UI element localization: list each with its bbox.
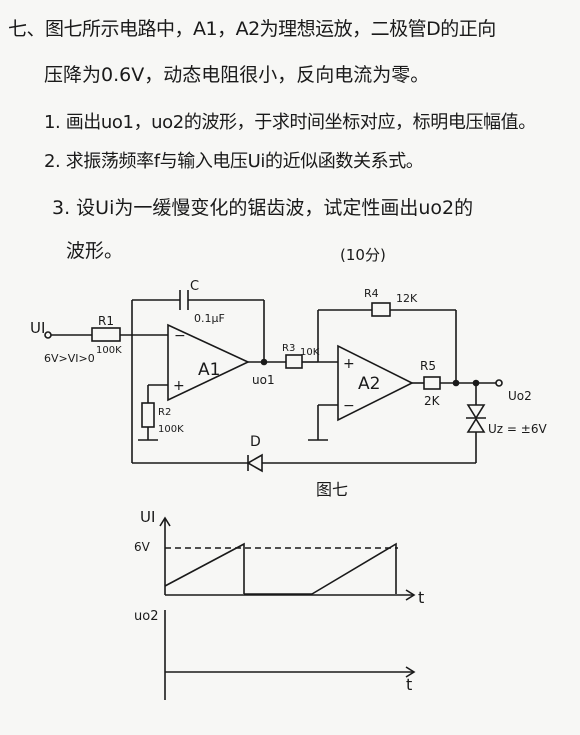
ui-axis-label: UI xyxy=(140,508,155,526)
r5-label: R5 xyxy=(420,359,436,373)
opamp-a2-plus: + xyxy=(343,356,355,372)
sawtooth-ramp-1 xyxy=(164,542,245,594)
question-2: 2. 求振荡频率f与输入电压Ui的近似函数关系式。 xyxy=(44,151,424,172)
ui-input-terminal xyxy=(44,331,52,339)
uo2-output-label: Uo2 xyxy=(508,389,532,403)
opamp-a1-minus: − xyxy=(174,328,186,344)
junction-dot xyxy=(452,379,460,387)
waveform-labels: UI 6V t uo2 t xyxy=(134,508,424,694)
opamp-a1-label: A1 xyxy=(198,360,220,380)
t-axis-2-label: t xyxy=(406,675,412,694)
circuit-labels: C 0.1μF R4 12K UI R1 100K 6V>VI>0 A1 − +… xyxy=(30,279,547,499)
opamp-a2 xyxy=(337,344,414,422)
score-label: (10分) xyxy=(340,246,386,264)
r5-value: 2K xyxy=(424,394,441,408)
r4-value: 12K xyxy=(396,292,418,305)
diode-d xyxy=(246,453,263,473)
question-3-cont: 波形。 xyxy=(66,240,124,262)
ui-range-label: 6V>VI>0 xyxy=(44,352,95,365)
diode-d-label: D xyxy=(250,434,261,450)
t-axis-1-arrow xyxy=(405,589,416,601)
question-3: 3. 设Ui为一缓慢变化的锯齿波，试定性画出uo2的 xyxy=(52,197,474,219)
r3-value: 10K xyxy=(300,347,320,358)
t-axis-1-label: t xyxy=(418,588,424,607)
resistor-r2 xyxy=(141,402,155,428)
ui-tick-label: 6V xyxy=(134,540,151,554)
r1-value: 100K xyxy=(96,345,122,356)
zener-label: Uz = ±6V xyxy=(488,422,547,436)
capacitor-label: C xyxy=(190,279,199,294)
uo2-axis-label: uo2 xyxy=(134,609,158,624)
zener-diode xyxy=(466,404,486,420)
sawtooth-ramp-2 xyxy=(311,542,397,595)
uo2-output-terminal xyxy=(495,379,503,387)
r2-value: 100K xyxy=(158,424,184,435)
capacitor-value: 0.1μF xyxy=(194,312,225,325)
circuit-diagram xyxy=(44,290,503,473)
waveform-diagram xyxy=(159,516,416,700)
opamp-a2-label: A2 xyxy=(358,374,380,394)
uo1-label: uo1 xyxy=(252,373,275,387)
r3-label: R3 xyxy=(282,343,295,354)
opamp-a1-plus: + xyxy=(173,378,185,394)
r2-label: R2 xyxy=(158,407,171,418)
ui-input-label: UI xyxy=(30,319,45,337)
t-axis-2-arrow xyxy=(405,666,416,678)
r4-label: R4 xyxy=(364,287,379,300)
zener-diode xyxy=(466,417,486,433)
problem-intro-line: 七、图七所示电路中，A1，A2为理想运放，二极管D的正向 xyxy=(8,18,496,40)
resistor-r4 xyxy=(371,302,391,317)
r1-label: R1 xyxy=(98,314,114,328)
resistor-r5 xyxy=(423,376,441,390)
problem-intro-cont-line: 压降为0.6V，动态电阻很小，反向电流为零。 xyxy=(44,64,430,86)
opamp-a2-minus: − xyxy=(343,398,355,414)
opamp-a1 xyxy=(167,323,250,402)
junction-dot xyxy=(260,358,268,366)
resistor-r1 xyxy=(91,327,121,342)
figure-caption: 图七 xyxy=(316,480,348,499)
question-1: 1. 画出uo1，uo2的波形，于求时间坐标对应，标明电压幅值。 xyxy=(44,112,536,133)
ui-axis-arrow xyxy=(159,516,171,527)
